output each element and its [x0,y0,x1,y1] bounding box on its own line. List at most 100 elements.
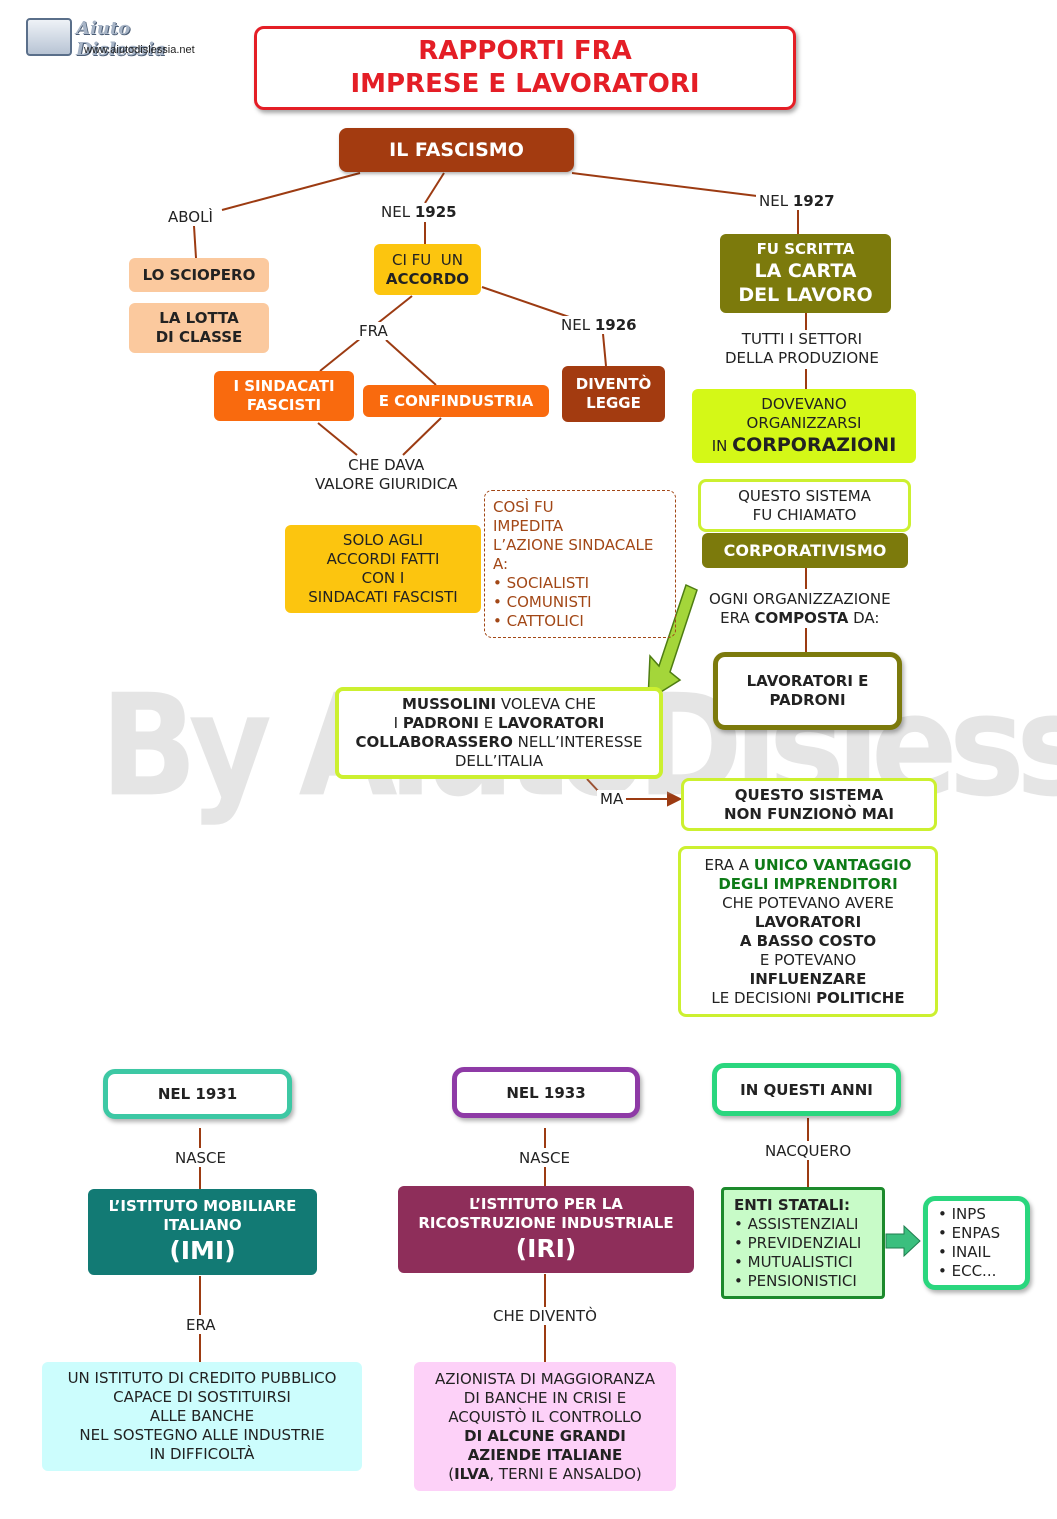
credito-line4: NEL SOSTEGNO ALLE INDUSTRIE [79,1426,325,1444]
solo-line4: SINDACATI FASCISTI [308,588,458,606]
vantaggio-line6: E POTEVANO [759,950,857,969]
azionista-line3: ACQUISTÒ IL CONTROLLO [448,1407,642,1426]
line-fascismo-1927 [571,172,758,197]
line-accordo-1926 [481,286,573,319]
node-iri: L’ISTITUTO PER LA RICOSTRUZIONE INDUSTRI… [398,1186,694,1273]
node-questi: IN QUESTI ANNI [712,1063,901,1116]
vantaggio-line3: CHE POTEVANO AVERE [722,893,894,912]
vantaggio-line4: LAVORATORI [754,912,862,931]
carta-line1: FU SCRITTA [756,240,855,258]
nel1933-text: NEL 1933 [506,1083,586,1102]
azionista-line1: AZIONISTA DI MAGGIORANZA [435,1369,655,1388]
line-fra-confindustria [385,339,437,386]
node-accordo: CI FU UN ACCORDO [374,244,481,295]
carta-line2: LA CARTA [754,260,857,282]
line-fascismo-1925 [424,172,445,204]
arrowhead-ma [667,791,683,807]
corporazioni-line3: IN CORPORAZIONI [711,433,897,456]
node-vantaggio: ERA A UNICO VANTAGGIO DEGLI IMPRENDITORI… [678,846,938,1017]
line-1926-legge [602,333,607,367]
vantaggio-line5: A BASSO COSTO [739,931,877,950]
label-nacquero: NACQUERO [762,1142,855,1160]
label-aboli: ABOLÌ [165,208,216,226]
vantaggio-line1: ERA A UNICO VANTAGGIO [704,855,912,874]
node-imi: L’ISTITUTO MOBILIARE ITALIANO (IMI) [88,1189,317,1275]
node-inps: • INPS • ENPAS • INAIL • ECC... [923,1196,1030,1290]
vantaggio-line2: DEGLI IMPRENDITORI [718,874,898,893]
node-corporativismo: CORPORATIVISMO [702,533,908,568]
cosi-item-socialisti: • SOCIALISTI [493,573,590,592]
label-era: ERA [183,1316,219,1334]
cosi-line4: A: [493,554,509,573]
iri-big: (IRI) [515,1233,577,1263]
green-arrow [647,583,698,702]
node-lavpad: LAVORATORI E PADRONI [713,652,902,730]
node-nel1933: NEL 1933 [452,1067,640,1118]
enti-title: ENTI STATALI: [734,1195,850,1214]
accordo-line2: ACCORDO [385,269,470,288]
corporativismo-text: CORPORATIVISMO [723,541,887,560]
line-fascismo-aboli [221,172,361,211]
node-solo: SOLO AGLI ACCORDI FATTI CON I SINDACATI … [285,525,481,613]
label-chedava: CHE DAVA VALORE GIURIDICA [312,456,461,494]
inps-item-4: • ECC... [938,1262,997,1280]
credito-line5: IN DIFFICOLTÀ [149,1445,255,1463]
page-title: RAPPORTI FRA IMPRESE E LAVORATORI [254,26,796,110]
label-nel1927: NEL 1927 [756,192,838,210]
iri-line1: L’ISTITUTO PER LA [469,1194,623,1213]
label-nasce-2: NASCE [516,1149,573,1167]
line-confindustria-chedava [402,417,442,456]
azionista-line2: DI BANCHE IN CRISI E [463,1388,627,1407]
inps-item-1: • INPS [938,1205,986,1223]
label-fra: FRA [356,322,391,340]
imi-line2: ITALIANO [163,1216,242,1234]
node-azionista: AZIONISTA DI MAGGIORANZA DI BANCHE IN CR… [414,1362,676,1491]
logo-url: www.aiutodislessia.net [84,44,195,56]
solo-line1: SOLO AGLI [342,531,424,549]
mussolini-line1: MUSSOLINI VOLEVA CHE [401,695,597,713]
label-nel1925: NEL 1925 [378,203,460,221]
legge-line2: LEGGE [586,394,641,412]
mussolini-line4: DELL’ITALIA [454,752,544,770]
enti-item-mutualistici: • MUTUALISTICI [734,1252,853,1271]
node-sciopero: LO SCIOPERO [129,258,269,292]
mussolini-line2: I PADRONI E LAVORATORI [393,714,605,732]
title-line2: IMPRESE E LAVORATORI [350,69,700,99]
node-lotta: LA LOTTA DI CLASSE [129,303,269,353]
credito-line2: CAPACE DI SOSTITUIRSI [113,1388,291,1406]
lotta-line2: DI CLASSE [155,328,243,346]
line-aboli-sciopero [193,225,197,259]
iri-line2: RICOSTRUZIONE INDUSTRIALE [418,1213,674,1232]
cosi-item-cattolici: • CATTOLICI [493,611,584,630]
logo-name: Aiuto Dislessia [76,18,166,60]
line-sindacati-chedava [317,422,358,456]
node-credito: UN ISTITUTO DI CREDITO PUBBLICO CAPACE D… [42,1362,362,1471]
node-nonfunz: QUESTO SISTEMA NON FUNZIONÒ MAI [681,778,937,831]
node-sistema: QUESTO SISTEMA FU CHIAMATO [698,479,911,532]
imi-line1: L’ISTITUTO MOBILIARE [108,1197,297,1215]
legge-line1: DIVENTÒ [575,375,652,393]
nonfunz-line2: NON FUNZIONÒ MAI [724,804,894,823]
solo-line3: CON I [361,569,405,587]
label-chedivento: CHE DIVENTÒ [490,1307,600,1325]
mussolini-line3: COLLABORASSERO NELL’INTERESSE [355,733,643,751]
credito-line3: ALLE BANCHE [149,1407,255,1425]
label-nasce-1: NASCE [172,1149,229,1167]
inps-item-2: • ENPAS [938,1224,1001,1242]
nel1931-text: NEL 1931 [157,1085,238,1103]
cosi-line2: IMPEDITA [493,516,564,535]
corporazioni-line1: DOVEVANO [761,394,847,413]
line-fra-sindacati [319,337,362,372]
azionista-line6: (ILVA, TERNI E ANSALDO) [448,1464,642,1483]
node-mussolini: MUSSOLINI VOLEVA CHE I PADRONI E LAVORAT… [335,687,663,779]
title-line1: RAPPORTI FRA [418,36,632,66]
confindustria-text: E CONFINDUSTRIA [378,392,534,410]
imi-big: (IMI) [169,1236,236,1265]
label-ma: MA [597,790,627,808]
label-nel1926: NEL 1926 [558,316,640,334]
enti-item-previdenziali: • PREVIDENZIALI [734,1233,862,1252]
node-cosi: COSÌ FU IMPEDITA L’AZIONE SINDACALE A: •… [484,490,676,638]
azionista-line5: AZIENDE ITALIANE [467,1445,623,1464]
node-carta: FU SCRITTA LA CARTA DEL LAVORO [720,234,891,313]
